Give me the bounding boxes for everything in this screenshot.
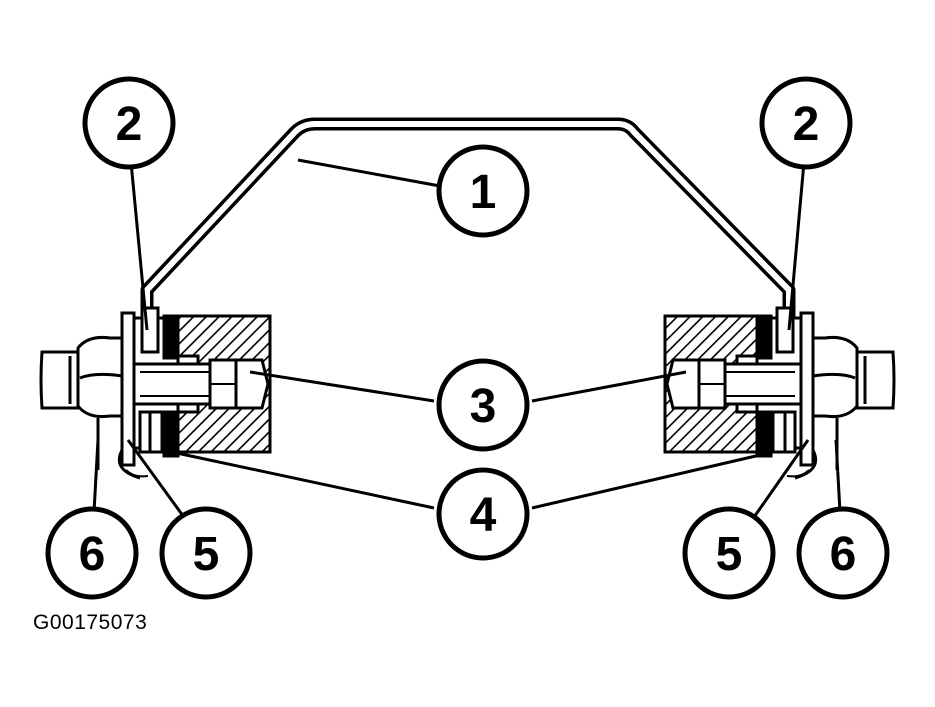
- svg-text:5: 5: [193, 528, 220, 581]
- right-fitting-assembly: [663, 306, 896, 480]
- svg-text:5: 5: [716, 528, 743, 581]
- leader-6-left: [92, 439, 100, 513]
- leader-2-left: [129, 161, 149, 331]
- callout-1: 1: [436, 144, 530, 238]
- leader-6-right: [834, 439, 842, 513]
- callout-4: 4: [436, 467, 530, 561]
- leader-2-right: [787, 161, 806, 331]
- leader-4-right: [531, 453, 761, 510]
- callouts: 1 2 2 3 4 5 5 6 6: [45, 76, 890, 600]
- left-seal-upper: [162, 314, 180, 360]
- callout-2-right: 2: [759, 76, 853, 170]
- right-seal-lower: [755, 410, 773, 458]
- svg-text:2: 2: [116, 98, 143, 151]
- leader-1: [297, 158, 441, 188]
- right-bolt-end: [855, 350, 896, 410]
- callout-2-left: 2: [82, 76, 176, 170]
- right-seal-upper: [755, 314, 773, 360]
- svg-text:6: 6: [830, 528, 857, 581]
- callout-5-left: 5: [159, 506, 253, 600]
- right-banjo-bolt: [717, 362, 803, 406]
- leader-5-right: [750, 439, 810, 521]
- figure-id-label: G00175073: [33, 611, 148, 634]
- brake-line: [140, 117, 796, 325]
- leader-3-left: [249, 370, 435, 403]
- svg-text:1: 1: [470, 166, 497, 219]
- left-banjo-bolt: [132, 362, 218, 406]
- leader-4-left: [171, 450, 435, 510]
- svg-text:2: 2: [793, 98, 820, 151]
- left-fitting-assembly: [39, 306, 272, 480]
- svg-text:6: 6: [79, 528, 106, 581]
- svg-text:4: 4: [470, 489, 497, 542]
- callout-6-left: 6: [45, 506, 139, 600]
- callout-5-right: 5: [682, 506, 776, 600]
- callout-6-right: 6: [796, 506, 890, 600]
- callout-3: 3: [436, 358, 530, 452]
- left-bolt-end: [39, 350, 80, 410]
- left-seal-lower: [162, 410, 180, 458]
- leader-3-right: [531, 370, 687, 403]
- leader-lines: [92, 158, 842, 521]
- svg-text:3: 3: [470, 380, 497, 433]
- leader-5-left: [126, 439, 188, 521]
